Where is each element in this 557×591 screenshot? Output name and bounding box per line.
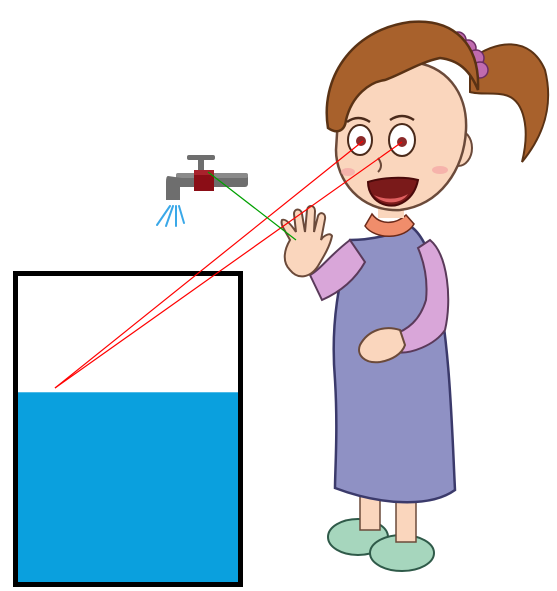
tank-water	[17, 392, 240, 582]
water-spray-icon	[157, 206, 184, 226]
shoes	[328, 519, 434, 571]
water-tank	[16, 274, 241, 585]
girl-figure	[282, 22, 549, 571]
